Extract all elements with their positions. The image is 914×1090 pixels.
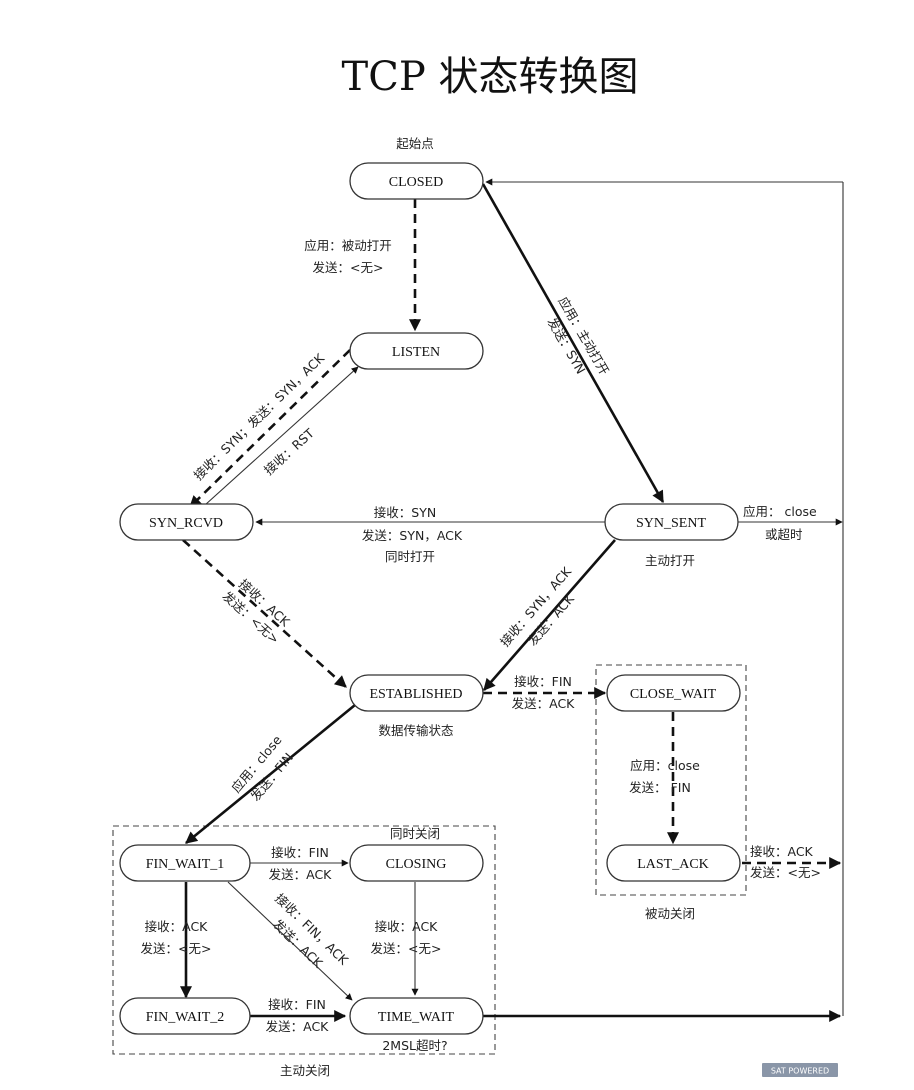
state-established-label: ESTABLISHED — [370, 687, 463, 702]
state-syn-rcvd: SYN_RCVD — [119, 503, 254, 541]
state-closed-label: CLOSED — [389, 175, 443, 190]
label-closing-time-wait-line-2: 发送：<无> — [371, 941, 442, 956]
msl-timeout-annotation: 2MSL超时? — [382, 1038, 447, 1053]
label-listen-syn-rcvd-line-1: 接收：SYN；发送：SYN，ACK — [191, 350, 328, 483]
active-close-group — [112, 825, 496, 1055]
state-last-ack: LAST_ACK — [606, 844, 741, 882]
label-fin-wait-1-time-wait: 接收：FIN，ACK 发送：ACK — [270, 890, 352, 971]
label-syn-sent-close-line-2: 或超时 — [765, 527, 803, 542]
label-syn-sent-established: 接收：SYN，ACK 发送：ACK — [497, 563, 577, 649]
label-closed-listen: 应用：被动打开 发送：<无> — [304, 238, 392, 275]
active-close-annotation: 主动关闭 — [280, 1063, 330, 1078]
label-syn-sent-syn-rcvd-line-1: 接收：SYN — [374, 505, 436, 520]
state-time-wait: TIME_WAIT — [349, 997, 484, 1035]
label-closing-time-wait: 接收：ACK 发送：<无> — [371, 919, 442, 956]
label-established-close-wait-line-2: 发送：ACK — [512, 696, 576, 711]
state-close-wait: CLOSE_WAIT — [606, 674, 741, 712]
state-syn-sent: SYN_SENT — [604, 503, 739, 541]
state-last-ack-label: LAST_ACK — [637, 857, 709, 872]
edge-established-fin-wait-1 — [185, 703, 356, 845]
state-closed: CLOSED — [349, 162, 484, 200]
label-last-ack-closed-line-1: 接收：ACK — [750, 844, 814, 859]
simultaneous-open-annotation: 同时打开 — [385, 549, 435, 564]
label-close-wait-last-ack: 应用：close 发送： FIN — [629, 758, 700, 795]
passive-close-annotation: 被动关闭 — [645, 906, 695, 921]
state-fin-wait-1: FIN_WAIT_1 — [119, 844, 251, 882]
label-closing-time-wait-line-1: 接收：ACK — [375, 919, 439, 934]
label-fin-wait-1-closing-line-2: 发送：ACK — [269, 867, 333, 882]
watermark-badge: SAT POWERED — [762, 1063, 838, 1077]
edge-syn-rcvd-listen — [204, 366, 359, 506]
data-transfer-annotation: 数据传输状态 — [378, 723, 453, 738]
label-syn-sent-close: 应用： close 或超时 — [743, 504, 817, 542]
label-last-ack-closed-line-2: 发送：<无> — [750, 865, 821, 880]
label-closed-listen-line-1: 应用：被动打开 — [304, 238, 392, 253]
edge-listen-syn-rcvd — [189, 349, 351, 508]
label-syn-rcvd-listen-line-1: 接收：RST — [261, 425, 317, 478]
state-fin-wait-2: FIN_WAIT_2 — [119, 997, 251, 1035]
state-close-wait-label: CLOSE_WAIT — [630, 687, 717, 702]
simultaneous-close-annotation: 同时关闭 — [390, 826, 440, 841]
edge-syn-rcvd-established — [182, 539, 347, 688]
label-closed-syn-sent: 应用：主动打开 发送：SYN — [544, 294, 612, 377]
label-close-wait-last-ack-line-1: 应用：close — [630, 758, 700, 773]
state-fin-wait-1-label: FIN_WAIT_1 — [146, 857, 225, 872]
label-last-ack-closed: 接收：ACK 发送：<无> — [750, 844, 821, 880]
label-fin-wait-1-closing: 接收：FIN 发送：ACK — [269, 845, 333, 882]
state-established: ESTABLISHED — [349, 674, 484, 712]
label-syn-rcvd-listen: 接收：RST — [261, 425, 317, 478]
label-established-fin-wait-1: 应用：close 发送：FIN — [228, 732, 296, 804]
label-fin-wait-1-fin-wait-2-line-2: 发送：<无> — [141, 941, 212, 956]
state-closing-label: CLOSING — [386, 857, 447, 872]
watermark-text: SAT POWERED — [771, 1067, 829, 1076]
label-fin-wait-2-time-wait-line-2: 发送：ACK — [266, 1019, 330, 1034]
label-fin-wait-1-closing-line-1: 接收：FIN — [271, 845, 329, 860]
state-listen: LISTEN — [349, 332, 484, 370]
label-syn-sent-syn-rcvd: 接收：SYN 发送：SYN，ACK — [362, 505, 463, 543]
state-time-wait-label: TIME_WAIT — [378, 1010, 455, 1025]
label-syn-sent-close-line-1: 应用： close — [743, 504, 817, 519]
label-closed-listen-line-2: 发送：<无> — [313, 260, 384, 275]
label-fin-wait-2-time-wait-line-1: 接收：FIN — [268, 997, 326, 1012]
diagram-title: TCP 状态转换图 — [342, 54, 639, 100]
state-closing: CLOSING — [349, 844, 484, 882]
state-listen-label: LISTEN — [392, 345, 440, 360]
state-syn-sent-label: SYN_SENT — [636, 516, 706, 531]
start-point-annotation: 起始点 — [396, 136, 434, 151]
edge-syn-sent-established — [483, 539, 616, 691]
label-established-close-wait: 接收：FIN 发送：ACK — [512, 674, 576, 711]
label-fin-wait-2-time-wait: 接收：FIN 发送：ACK — [266, 997, 330, 1034]
label-established-close-wait-line-1: 接收：FIN — [514, 674, 572, 689]
passive-close-group — [595, 664, 747, 896]
edge-fin-wait-1-time-wait — [227, 881, 353, 1001]
label-fin-wait-1-fin-wait-2-line-1: 接收：ACK — [145, 919, 209, 934]
label-listen-syn-rcvd: 接收：SYN；发送：SYN，ACK — [191, 350, 328, 483]
label-fin-wait-1-fin-wait-2: 接收：ACK 发送：<无> — [141, 919, 212, 956]
label-close-wait-last-ack-line-2: 发送： FIN — [629, 780, 691, 795]
edge-closed-syn-sent — [481, 183, 665, 504]
active-open-annotation: 主动打开 — [645, 553, 695, 568]
state-fin-wait-2-label: FIN_WAIT_2 — [146, 1010, 225, 1025]
label-syn-sent-syn-rcvd-line-2: 发送：SYN，ACK — [362, 528, 463, 543]
state-syn-rcvd-label: SYN_RCVD — [149, 516, 223, 531]
